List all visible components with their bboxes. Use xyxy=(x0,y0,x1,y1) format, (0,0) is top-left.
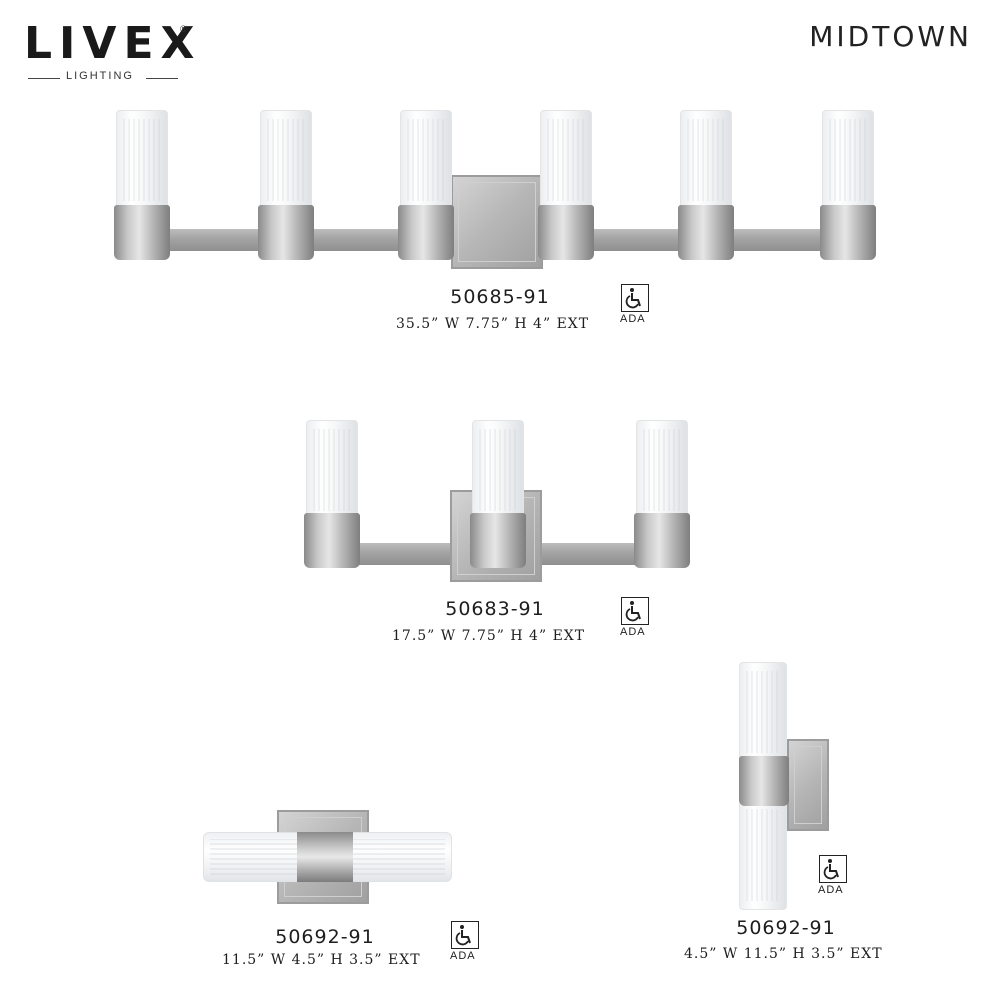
model-number: 50683-91 xyxy=(445,598,545,620)
divider xyxy=(28,78,60,79)
metal-cup xyxy=(304,513,360,568)
glass-shade xyxy=(472,420,524,520)
dimensions: 17.5” W 7.75” H 4” EXT xyxy=(392,628,586,644)
dimensions: 4.5” W 11.5” H 3.5” EXT xyxy=(684,946,883,962)
brand-subtitle: LIGHTING xyxy=(22,70,178,86)
metal-cup xyxy=(398,205,454,260)
wheelchair-icon xyxy=(625,288,641,309)
glass-shade xyxy=(260,110,312,210)
metal-cup xyxy=(678,205,734,260)
wheelchair-icon xyxy=(455,925,471,946)
glass-shade xyxy=(822,110,874,210)
livex-logo: LIVEX ® LIGHTING xyxy=(22,18,194,82)
ada-badge: ADA xyxy=(620,284,651,330)
glass-shade xyxy=(400,110,452,210)
glass-shade xyxy=(306,420,358,520)
glass-shade xyxy=(342,832,452,882)
glass-shade xyxy=(203,832,313,882)
ada-badge: ADA xyxy=(818,855,849,901)
glass-shade xyxy=(116,110,168,210)
registered-mark: ® xyxy=(180,24,187,34)
glass-shade xyxy=(680,110,732,210)
metal-cup xyxy=(470,513,526,568)
ada-badge: ADA xyxy=(450,921,481,967)
brand-subtitle-text: LIGHTING xyxy=(66,70,134,82)
metal-cup xyxy=(538,205,594,260)
brand-name: LIVEX xyxy=(24,18,202,69)
model-number: 50685-91 xyxy=(450,286,550,308)
ada-label: ADA xyxy=(620,313,646,325)
wall-plate xyxy=(787,739,829,831)
metal-center-band xyxy=(297,832,353,882)
divider xyxy=(146,78,178,79)
collection-title: MIDTOWN xyxy=(809,20,972,53)
wheelchair-icon xyxy=(625,601,641,622)
glass-shade xyxy=(540,110,592,210)
ada-label: ADA xyxy=(620,626,646,638)
metal-cup xyxy=(258,205,314,260)
metal-center-band xyxy=(739,756,789,806)
metal-cup xyxy=(634,513,690,568)
dimensions: 35.5” W 7.75” H 4” EXT xyxy=(396,316,590,332)
wall-plate xyxy=(451,175,543,269)
glass-shade xyxy=(636,420,688,520)
model-number: 50692-91 xyxy=(275,926,375,948)
metal-cup xyxy=(114,205,170,260)
metal-cup xyxy=(820,205,876,260)
glass-shade xyxy=(739,662,787,762)
ada-badge: ADA xyxy=(620,597,651,643)
wheelchair-icon xyxy=(823,859,839,880)
glass-shade xyxy=(739,800,787,910)
ada-label: ADA xyxy=(818,884,844,896)
ada-label: ADA xyxy=(450,950,476,962)
model-number: 50692-91 xyxy=(736,917,836,939)
dimensions: 11.5” W 4.5” H 3.5” EXT xyxy=(222,952,421,968)
